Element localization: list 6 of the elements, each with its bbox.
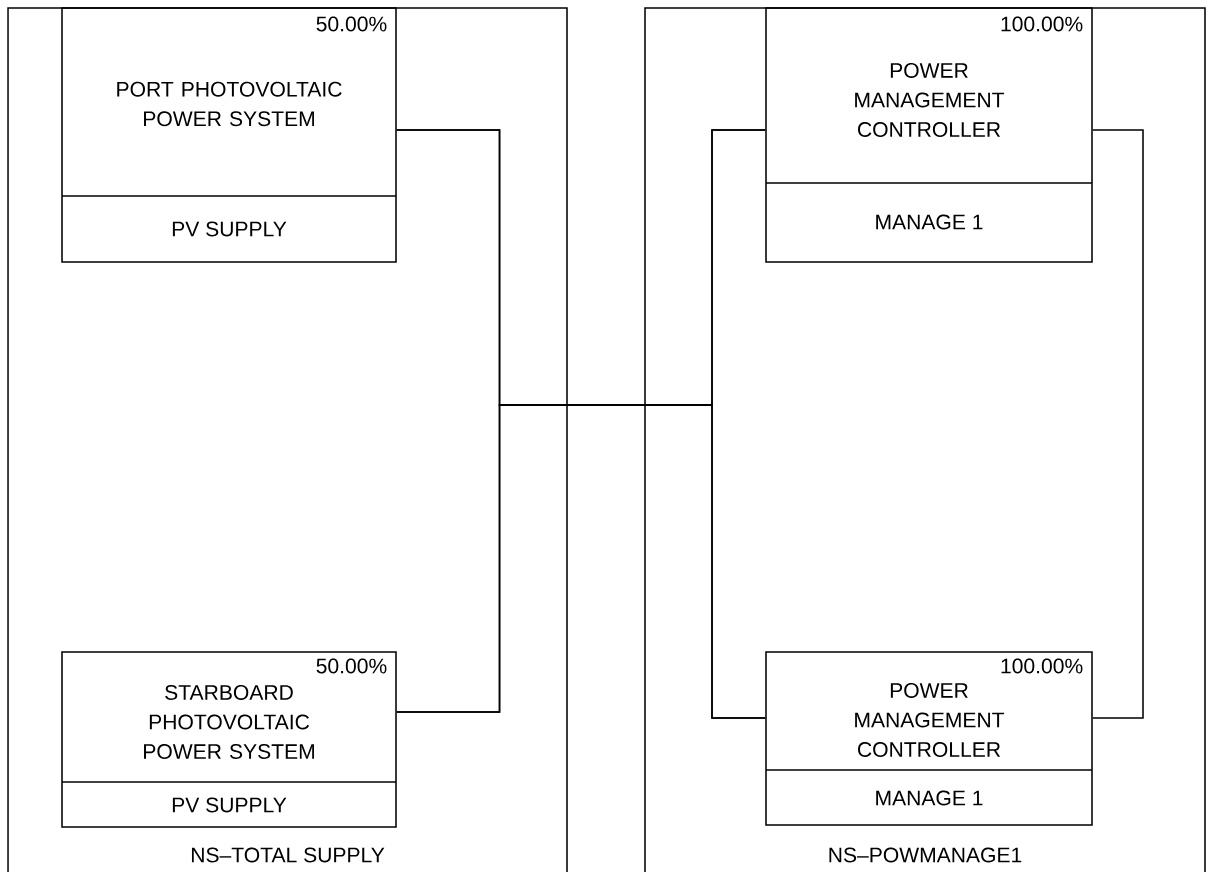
connector-line bbox=[1092, 129, 1144, 719]
connector-line bbox=[396, 404, 766, 719]
component-box: 50.00% PORT PHOTOVOLTAIC POWER SYSTEM PV SUPPLY bbox=[61, 7, 397, 263]
component-box: 100.00% POWER MANAGEMENT CONTROLLER MANAGE 1 bbox=[765, 7, 1093, 263]
component-box: 100.00% POWER MANAGEMENT CONTROLLER MANAGE 1 bbox=[765, 651, 1093, 826]
component-box: 50.00% STARBOARD PHOTOVOLTAIC POWER SYSTEM PV SUPPLY bbox=[61, 651, 397, 828]
